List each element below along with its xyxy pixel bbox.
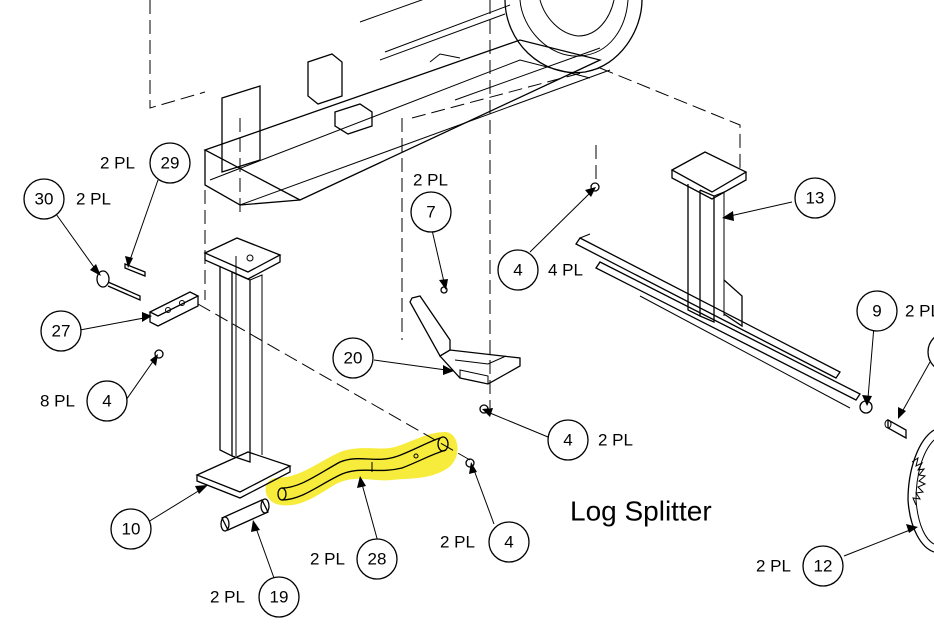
svg-text:2 PL: 2 PL xyxy=(413,171,448,190)
svg-text:4 PL: 4 PL xyxy=(548,261,583,280)
wheel-top xyxy=(504,0,643,74)
leader-lines xyxy=(55,179,931,579)
wheel-bottom xyxy=(907,429,934,553)
callout-29: 29 2 PL xyxy=(100,142,191,184)
svg-text:20: 20 xyxy=(344,349,363,368)
svg-text:2 PL: 2 PL xyxy=(76,190,111,209)
handle-highlight xyxy=(265,432,458,506)
svg-text:28: 28 xyxy=(368,550,387,569)
grip xyxy=(220,498,270,532)
svg-text:29: 29 xyxy=(161,154,180,173)
svg-text:7: 7 xyxy=(426,203,435,222)
svg-text:4: 4 xyxy=(513,261,522,280)
callout-30: 30 2 PL xyxy=(23,178,111,220)
svg-text:4: 4 xyxy=(563,431,572,450)
hardware xyxy=(96,182,907,468)
callout-9: 9 2 PL xyxy=(856,290,934,332)
jack-stand xyxy=(195,237,292,499)
svg-text:4: 4 xyxy=(504,533,513,552)
svg-text:13: 13 xyxy=(806,189,825,208)
alignment-lines xyxy=(149,0,741,461)
handle xyxy=(277,436,449,501)
main-beam xyxy=(203,0,611,206)
cross-member xyxy=(575,151,861,409)
callout-20: 20 xyxy=(332,337,374,379)
diagram-title: Log Splitter xyxy=(570,496,712,527)
callout-7: 7 2 PL xyxy=(410,171,452,233)
callout-4-bracket: 4 2 PL xyxy=(547,419,633,461)
svg-text:2 PL: 2 PL xyxy=(598,431,633,450)
svg-text:10: 10 xyxy=(122,520,141,539)
bracket xyxy=(409,295,521,385)
callout-12: 12 2 PL xyxy=(756,545,844,587)
svg-text:4: 4 xyxy=(102,392,111,411)
callout-4-4pl: 4 4 PL xyxy=(497,249,583,291)
callout-13: 13 xyxy=(794,177,836,219)
callout-19: 19 2 PL xyxy=(210,576,300,618)
svg-text:2 PL: 2 PL xyxy=(905,302,934,321)
svg-text:2 PL: 2 PL xyxy=(310,550,345,569)
svg-text:2 PL: 2 PL xyxy=(100,154,135,173)
callout-28: 28 2 PL xyxy=(310,538,398,580)
callout-10: 10 xyxy=(110,508,152,550)
svg-text:2 PL: 2 PL xyxy=(210,588,245,607)
svg-text:2 PL: 2 PL xyxy=(440,533,475,552)
svg-text:27: 27 xyxy=(52,322,71,341)
hinge-bracket xyxy=(148,291,200,327)
svg-text:2 PL: 2 PL xyxy=(756,557,791,576)
callout-27: 27 xyxy=(40,310,82,352)
svg-text:19: 19 xyxy=(270,588,289,607)
svg-text:30: 30 xyxy=(35,190,54,209)
svg-text:9: 9 xyxy=(872,302,881,321)
callout-4-8pl: 4 8 PL xyxy=(40,380,128,422)
svg-text:8 PL: 8 PL xyxy=(40,392,75,411)
svg-text:12: 12 xyxy=(814,557,833,576)
callout-partial-right-edge xyxy=(927,336,934,368)
callout-4-right-of-handle: 4 2 PL xyxy=(440,521,530,563)
